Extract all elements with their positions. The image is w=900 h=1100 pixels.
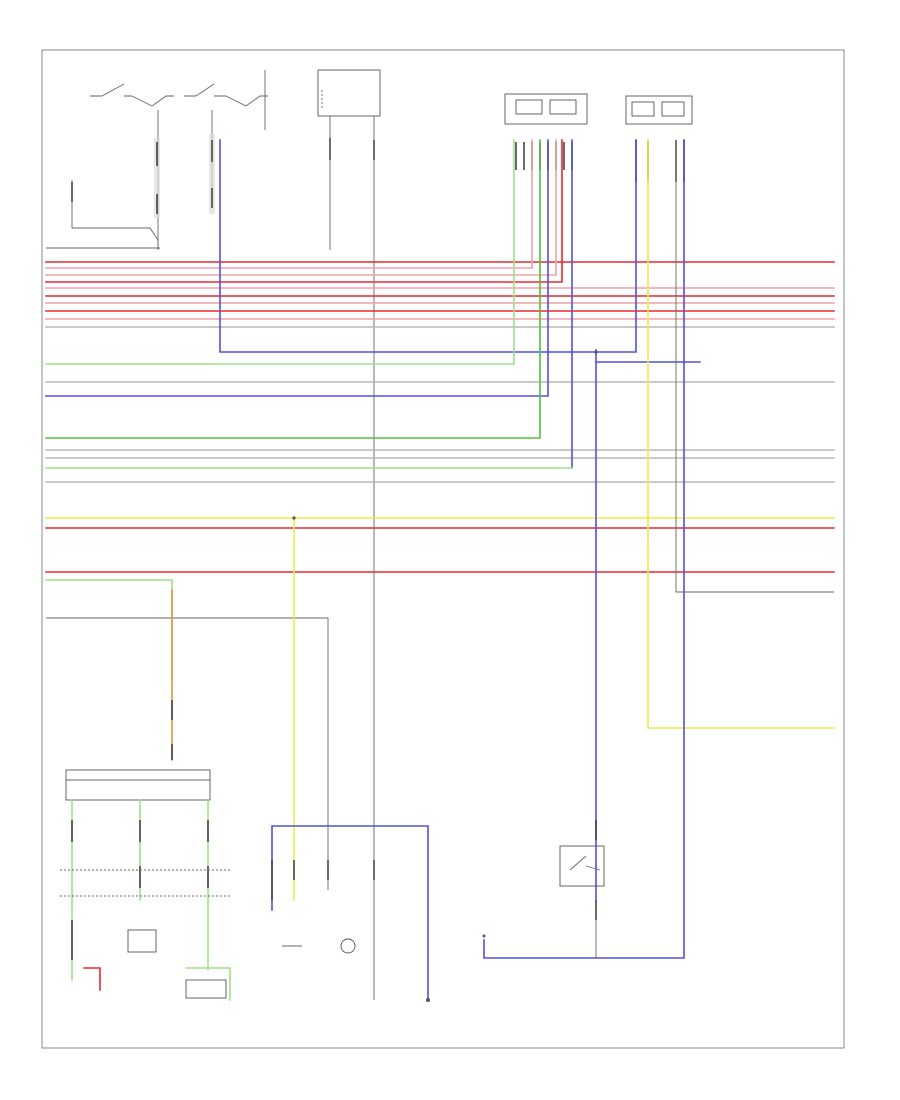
connector-block-top-right	[504, 93, 588, 170]
control-module-bottom-left	[60, 589, 231, 1001]
switch-bottom-right	[482, 845, 605, 938]
right-verticals	[483, 139, 835, 959]
bus-wires	[45, 139, 835, 890]
fuse-block-area	[71, 70, 268, 250]
junction-box-top	[317, 69, 381, 1000]
sensor-area-bottom-center	[271, 825, 430, 1002]
center-verticals	[292, 350, 598, 901]
diagram-frame	[41, 49, 845, 1049]
